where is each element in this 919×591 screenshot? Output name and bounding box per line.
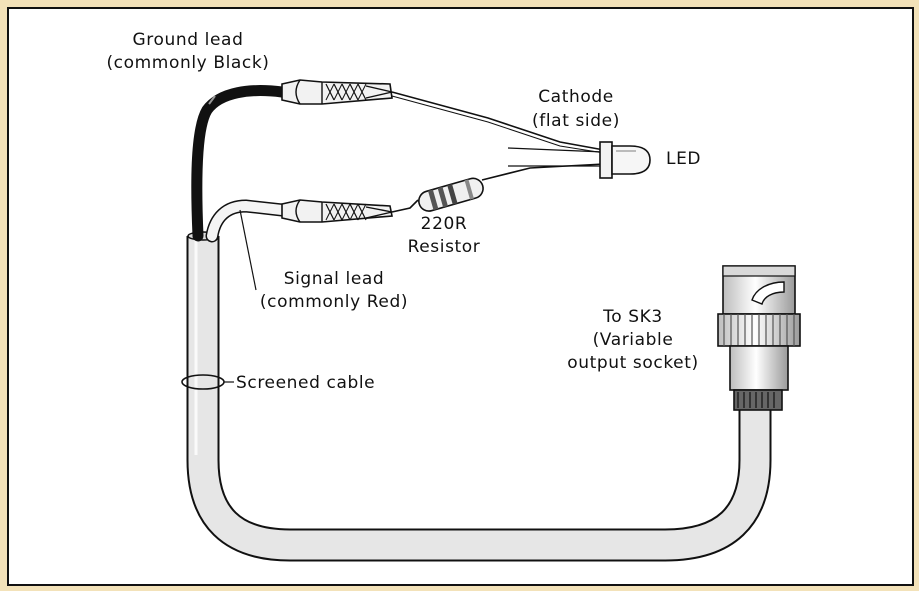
ground-clip [281, 79, 393, 105]
svg-text:Cathode: Cathode [538, 87, 614, 107]
resistor-220r [418, 177, 484, 212]
label-cathode: Cathode (flat side) [532, 87, 620, 131]
svg-text:Ground lead: Ground lead [133, 30, 244, 50]
svg-text:Resistor: Resistor [408, 237, 481, 257]
signal-clip [281, 199, 393, 223]
signal-lead-wire [205, 199, 289, 291]
svg-text:(commonly Black): (commonly Black) [106, 53, 269, 73]
svg-text:(Variable: (Variable [593, 330, 674, 350]
svg-text:output socket): output socket) [567, 353, 698, 373]
resistor-wire-left [391, 199, 419, 213]
bnc-connector [717, 265, 801, 411]
label-screened-cable: Screened cable [236, 373, 375, 393]
svg-text:Signal lead: Signal lead [284, 269, 385, 289]
label-socket: To SK3 (Variable output socket) [567, 307, 698, 373]
cathode-wire [391, 91, 605, 151]
svg-text:220R: 220R [421, 214, 468, 234]
screened-cable [181, 231, 772, 562]
svg-text:(commonly Red): (commonly Red) [260, 292, 408, 312]
label-ground-lead: Ground lead (commonly Black) [106, 30, 269, 73]
svg-text:To SK3: To SK3 [602, 307, 663, 327]
label-led: LED [666, 149, 701, 169]
label-resistor: 220R Resistor [408, 214, 481, 257]
resistor-wire-right [481, 163, 605, 181]
led [599, 141, 651, 179]
ground-lead-wire [191, 85, 288, 242]
label-signal-lead: Signal lead (commonly Red) [260, 269, 408, 312]
svg-text:(flat side): (flat side) [532, 111, 620, 131]
